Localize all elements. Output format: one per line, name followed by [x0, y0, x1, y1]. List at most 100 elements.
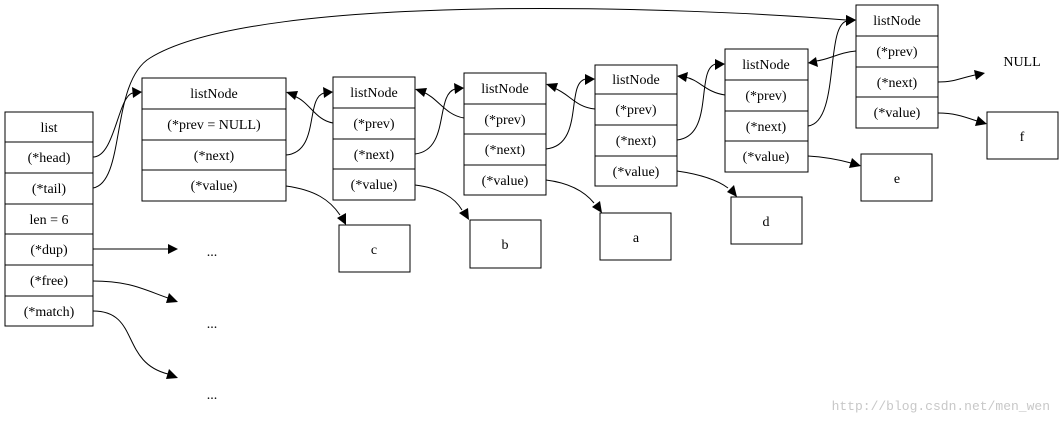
- arrowhead: [846, 15, 856, 26]
- arrowhead: [592, 201, 602, 213]
- value-box-a: a: [599, 212, 672, 261]
- value-a-rect: [599, 212, 672, 261]
- edge-free-to-ellipsis: [92, 280, 169, 299]
- list-len-cell: [4, 203, 94, 235]
- edge-node-6-prev: [815, 50, 857, 62]
- node-6-title-cell: [855, 4, 939, 37]
- value-c-rect: [338, 224, 411, 273]
- value-f-rect: [986, 111, 1059, 160]
- node-6-value-label: (*value): [874, 106, 921, 121]
- node-4-next-label: (*next): [616, 134, 657, 149]
- value-box-b: b: [469, 219, 542, 269]
- list-free-label: (*free): [30, 274, 68, 289]
- value-e-label: e: [894, 172, 900, 187]
- edge-node-2-value: [414, 184, 463, 211]
- list-dup-label: (*dup): [30, 243, 68, 258]
- edge-node-5-next: [807, 20, 848, 127]
- free-ellipsis: ...: [207, 317, 218, 332]
- arrowhead: [808, 57, 818, 67]
- edge-tail-to-node-6: [92, 8, 847, 189]
- dup-ellipsis: ...: [207, 245, 218, 260]
- list-free-cell: [4, 264, 94, 297]
- arrowhead: [975, 116, 987, 126]
- node-2-value-cell: [332, 168, 416, 201]
- node-3-next-cell: [463, 133, 547, 166]
- arrowhead: [323, 87, 333, 98]
- node-3-value-cell: [463, 164, 547, 196]
- node-6-prev-label: (*prev): [876, 45, 918, 60]
- value-c-label: c: [371, 243, 377, 258]
- edge-node-5-value: [807, 155, 852, 164]
- value-b-rect: [469, 219, 542, 269]
- node-2-next-cell: [332, 138, 416, 170]
- edge-node-2-next: [414, 88, 456, 155]
- arrowhead: [286, 91, 298, 100]
- list-node-6: listNode (*prev) (*next) (*value): [855, 4, 939, 129]
- value-e-rect: [860, 153, 933, 202]
- edges: [92, 8, 987, 379]
- match-ellipsis: ...: [207, 388, 218, 403]
- node-5-next-label: (*next): [746, 120, 787, 135]
- value-a-label: a: [633, 231, 640, 246]
- node-2-next-label: (*next): [354, 148, 395, 163]
- list-struct: list (*head) (*tail) len = 6 (*dup) (*fr…: [4, 111, 94, 327]
- edge-node-4-next: [676, 63, 717, 141]
- node-1-value-label: (*value): [191, 179, 238, 194]
- list-node-1: listNode (*prev = NULL) (*next) (*value): [141, 77, 287, 202]
- value-f-label: f: [1020, 130, 1025, 145]
- list-node-3: listNode (*prev) (*next) (*value): [463, 72, 547, 196]
- node-4-title: listNode: [612, 73, 659, 88]
- arrowhead: [849, 158, 861, 168]
- list-tail-label: (*tail): [32, 182, 67, 197]
- list-title-cell: [4, 111, 94, 143]
- value-box-f: f: [986, 111, 1059, 160]
- edge-node-3-prev: [422, 91, 465, 119]
- list-len-label: len = 6: [30, 213, 69, 228]
- value-b-label: b: [502, 238, 509, 253]
- node-4-prev-cell: [594, 93, 678, 126]
- edge-node-3-value: [545, 179, 595, 204]
- watermark-text: http://blog.csdn.net/men_wen: [832, 399, 1050, 414]
- node-6-title: listNode: [873, 14, 920, 29]
- node-5-title-cell: [724, 48, 809, 81]
- arrowhead: [168, 244, 178, 254]
- list-node-2: listNode (*prev) (*next) (*value): [332, 76, 416, 201]
- arrowhead: [166, 293, 178, 303]
- node-6-value-cell: [855, 96, 939, 129]
- value-d-label: d: [763, 215, 770, 230]
- node-5-value-cell: [724, 140, 809, 173]
- node-5-prev-label: (*prev): [745, 89, 787, 104]
- list-node-4: listNode (*prev) (*next) (*value): [594, 64, 678, 187]
- node-3-prev-label: (*prev): [484, 113, 526, 128]
- node-4-value-cell: [594, 155, 678, 187]
- node-1-title: listNode: [190, 87, 237, 102]
- node-6-next-label: (*next): [877, 76, 918, 91]
- edge-head-to-node-1: [92, 92, 134, 158]
- edge-node-1-next: [285, 92, 325, 156]
- arrowhead: [974, 70, 985, 80]
- node-4-title-cell: [594, 64, 678, 95]
- edge-node-5-prev: [684, 76, 726, 96]
- arrowhead: [715, 59, 725, 70]
- arrowhead: [459, 208, 469, 220]
- arrowhead: [546, 83, 558, 92]
- list-head-cell: [4, 141, 94, 174]
- node-1-next-cell: [141, 139, 287, 171]
- arrowhead: [454, 83, 464, 94]
- list-head-label: (*head): [28, 151, 71, 166]
- value-d-rect: [730, 196, 803, 245]
- list-title: list: [40, 121, 57, 136]
- value-box-c: c: [338, 224, 411, 273]
- arrowhead: [415, 88, 427, 97]
- list-match-label: (*match): [24, 305, 75, 320]
- node-3-next-label: (*next): [485, 143, 526, 158]
- node-5-title: listNode: [742, 58, 789, 73]
- edge-node-4-prev: [553, 87, 596, 110]
- node-3-value-label: (*value): [482, 174, 529, 189]
- edge-node-4-value: [676, 170, 729, 189]
- node-1-prev-label: (*prev = NULL): [167, 118, 261, 133]
- node-3-title: listNode: [481, 82, 528, 97]
- node-6-prev-cell: [855, 35, 939, 68]
- value-box-e: e: [860, 153, 933, 202]
